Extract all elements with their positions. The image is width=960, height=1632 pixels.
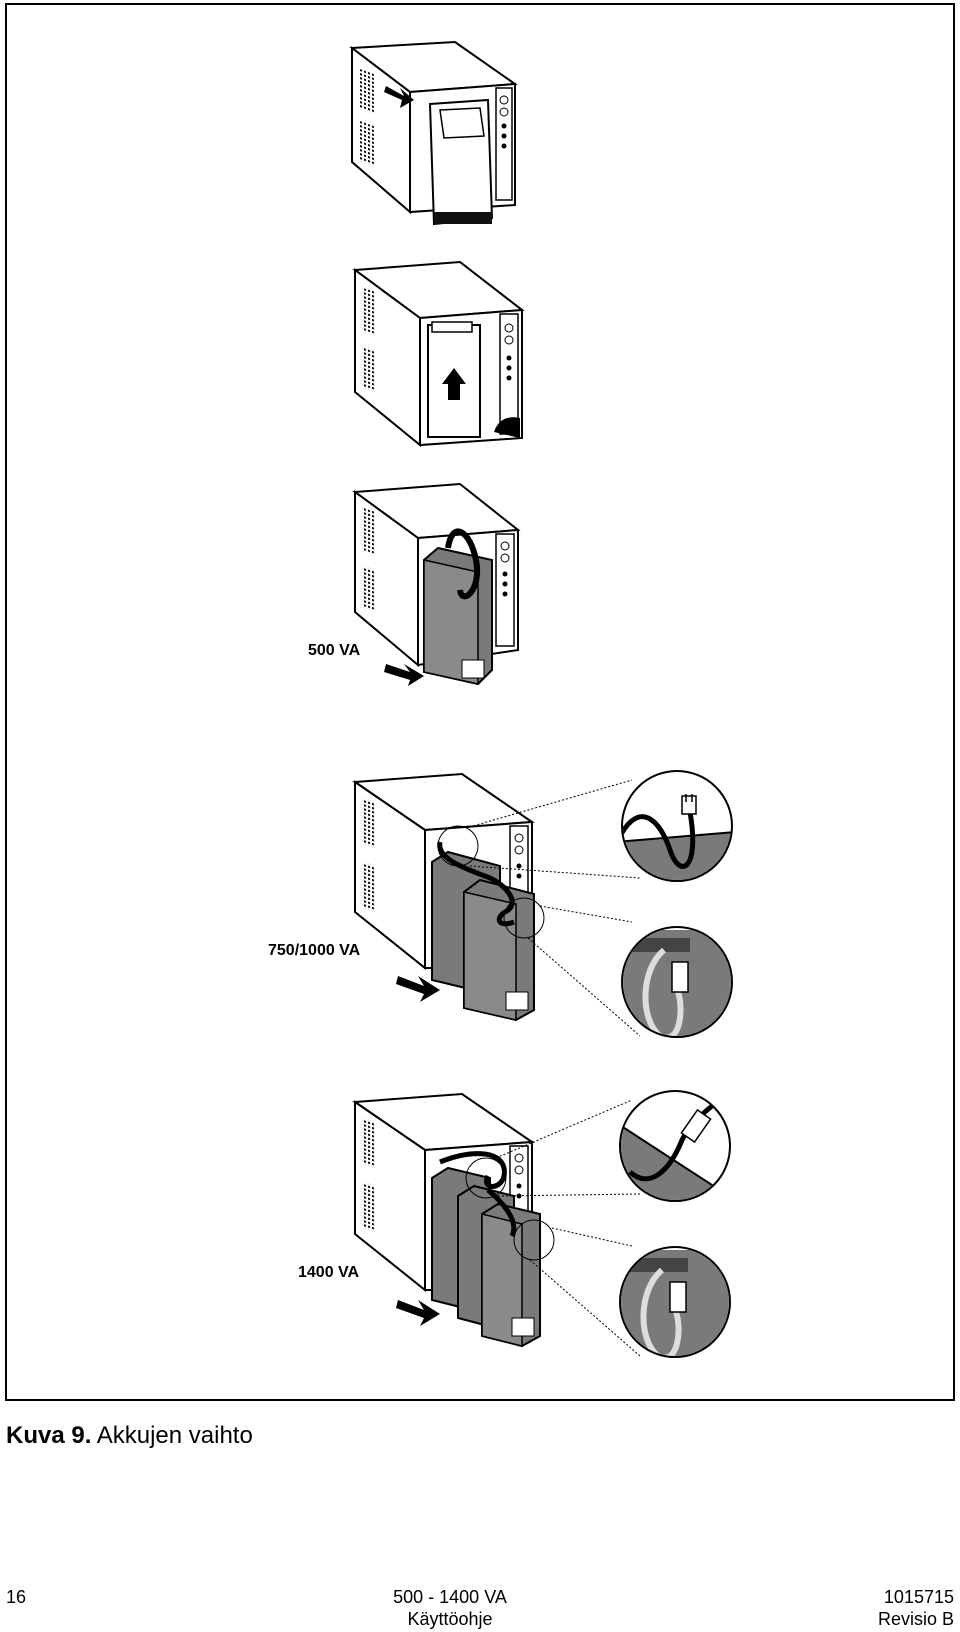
label-750-1000va: 750/1000 VA xyxy=(268,942,361,959)
figure-frame xyxy=(5,3,955,1401)
ups-500va-battery-step xyxy=(352,482,521,686)
battery-replacement-illustration: 500 VA xyxy=(268,40,733,1358)
detail-battery-terminal-750 xyxy=(621,926,733,1038)
label-500va: 500 VA xyxy=(308,642,361,659)
ups-1400va-battery-step xyxy=(352,1090,731,1358)
ups-cover-removal-step xyxy=(349,40,518,226)
ups-750-1000va-battery-step xyxy=(352,770,733,1038)
footer-revision: Revisio B xyxy=(877,1609,954,1629)
ups-door-lift-step xyxy=(352,260,525,448)
detail-battery-terminal-1400 xyxy=(619,1246,731,1358)
footer-product-range: 500 - 1400 VA xyxy=(393,1587,507,1607)
footer-manual-title: Käyttöohje xyxy=(407,1609,493,1629)
caption-prefix: Kuva 9. xyxy=(6,1422,92,1449)
page-number: 16 xyxy=(6,1587,27,1607)
label-1400va: 1400 VA xyxy=(298,1264,360,1281)
detail-connector-750 xyxy=(621,770,733,882)
caption-text: Akkujen vaihto xyxy=(96,1422,253,1449)
footer-doc-number: 1015715 xyxy=(883,1587,954,1607)
footer-doc-info: 1015715 Revisio B xyxy=(878,1586,954,1630)
detail-connector-1400 xyxy=(619,1090,731,1202)
footer-product: 500 - 1400 VA Käyttöohje xyxy=(380,1586,520,1630)
figure-caption: Kuva 9. Akkujen vaihto xyxy=(6,1422,253,1450)
